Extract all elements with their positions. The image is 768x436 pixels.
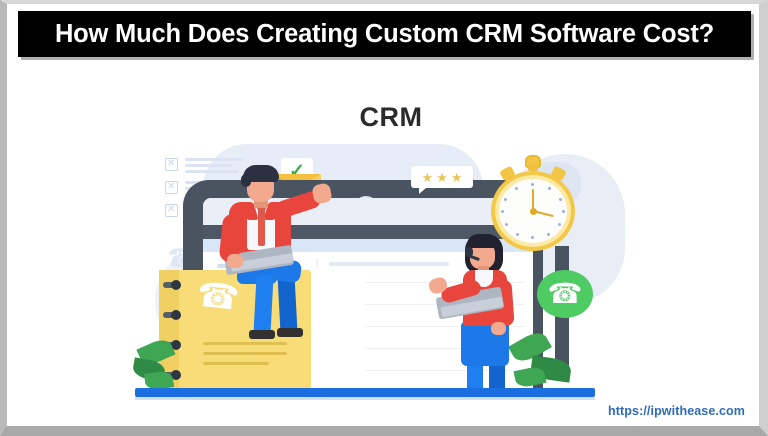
image-canvas: How Much Does Creating Custom CRM Softwa… <box>7 4 759 426</box>
notebook-line <box>203 362 269 365</box>
title-banner: How Much Does Creating Custom CRM Softwa… <box>18 11 751 57</box>
phone-icon: ☎ <box>547 278 583 309</box>
man-shoe-back <box>277 328 303 337</box>
seated-man-character <box>203 162 343 342</box>
checklist-checkbox: ✕ <box>165 158 178 171</box>
checklist-checkbox: ✕ <box>165 181 178 194</box>
man-shoe-front <box>249 330 275 339</box>
notebook-spine <box>159 270 179 394</box>
man-hand-left <box>227 254 243 268</box>
ground-bar <box>135 388 595 397</box>
screen-row-divider <box>329 370 525 372</box>
phone-call-badge: ☎ <box>537 270 593 318</box>
woman-hand-right <box>491 322 506 335</box>
checklist-line <box>185 158 243 161</box>
ground-shadow <box>135 397 595 400</box>
screen-row-divider <box>329 304 525 306</box>
screen-row-line <box>329 262 449 266</box>
woman-face <box>470 244 491 269</box>
stopwatch-center-pin <box>530 208 537 215</box>
checklist-line <box>185 170 239 173</box>
notebook-pages <box>307 266 365 394</box>
notebook-line <box>203 352 287 355</box>
woman-collar <box>475 270 493 287</box>
woman-leg-front <box>467 360 483 394</box>
star-icon: ★ <box>421 169 434 185</box>
man-hair <box>243 165 279 182</box>
man-hand-right <box>311 182 333 205</box>
man-neck <box>254 198 268 208</box>
star-icon: ★ <box>450 169 463 185</box>
screen-row-divider <box>329 326 525 328</box>
checklist-checkbox: ✕ <box>165 204 178 217</box>
screen-row-divider <box>329 348 525 350</box>
crm-illustration: ✕ ✕ ✕ ☎ ✓ ★ ★ <box>7 136 759 411</box>
man-leg-front <box>253 273 274 337</box>
woman-leg-back <box>489 360 505 394</box>
checklist-line <box>185 164 233 167</box>
three-star-rating: ★ ★ ★ <box>411 166 473 194</box>
crm-heading: CRM <box>359 102 423 132</box>
man-tie <box>258 206 265 246</box>
notebook-line <box>203 342 287 345</box>
headset-icon <box>465 247 473 257</box>
notebook-ring <box>163 280 181 290</box>
stopwatch-crown-stem <box>528 164 538 171</box>
stopwatch <box>491 155 575 251</box>
stopwatch-minute-hand <box>532 189 535 213</box>
site-watermark: https://ipwithease.com <box>608 404 745 418</box>
star-icon: ★ <box>436 169 448 185</box>
notebook-ring <box>163 310 181 320</box>
man-sideburn <box>241 174 251 187</box>
page-title: How Much Does Creating Custom CRM Softwa… <box>54 19 715 48</box>
standing-woman-character <box>427 230 547 400</box>
woman-hair-front <box>467 234 497 248</box>
screen-row-divider <box>329 282 525 284</box>
